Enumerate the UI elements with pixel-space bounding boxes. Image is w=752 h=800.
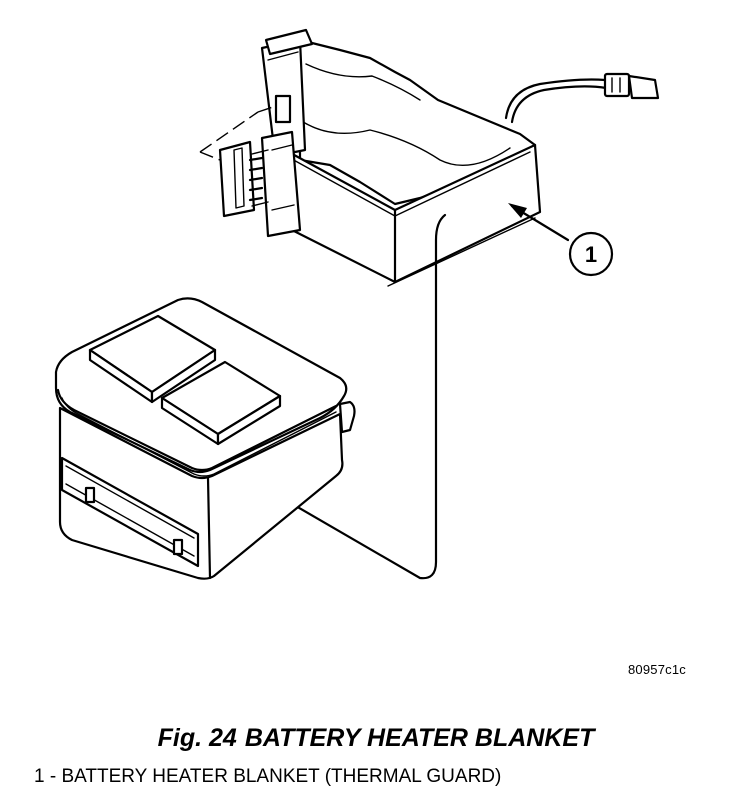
legend-item: 1 - BATTERY HEATER BLANKET (THERMAL GUAR… — [34, 766, 502, 787]
figure-title: BATTERY HEATER BLANKET — [244, 724, 595, 752]
callout-number: 1 — [585, 242, 597, 267]
installation-leader-line — [280, 213, 447, 580]
battery-heater-blanket-illustration: 1 — [54, 28, 660, 580]
heater-blanket-drawing — [199, 28, 660, 287]
illustration-code: 80957c1c — [628, 662, 686, 677]
callout-leader: 1 — [508, 203, 614, 277]
battery-drawing — [54, 297, 356, 580]
figure-number: Fig. 24 — [157, 724, 237, 752]
